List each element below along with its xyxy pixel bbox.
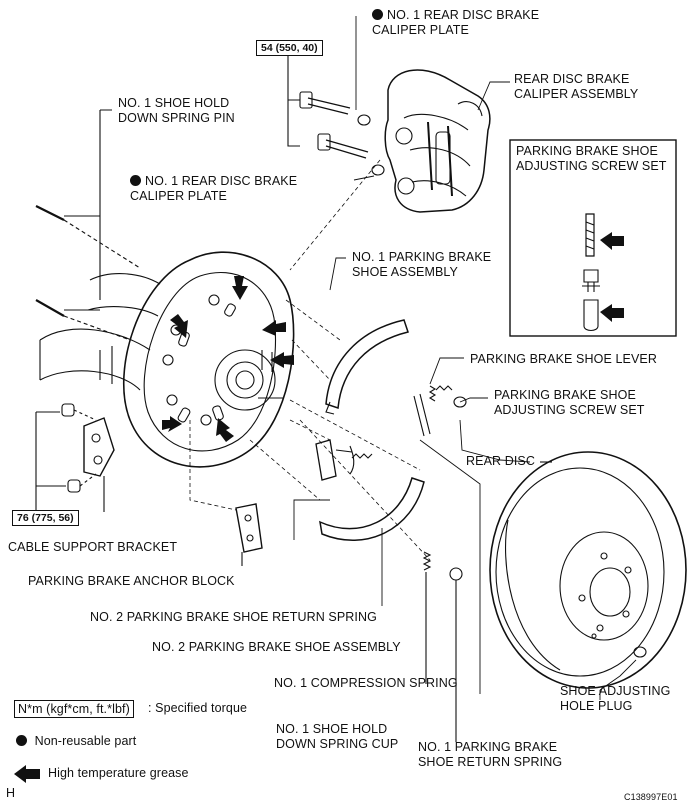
grease-arrow-icon bbox=[162, 416, 182, 432]
label-compression-spring: NO. 1 COMPRESSION SPRING bbox=[274, 676, 458, 690]
hold-down-pins bbox=[35, 205, 141, 341]
label-adjusting-hole-plug: SHOE ADJUSTING HOLE PLUG bbox=[560, 684, 671, 713]
torque-label-bottom: 76 (775, 56) bbox=[12, 510, 79, 526]
grease-arrow-icon bbox=[262, 320, 286, 336]
label-shoe-lever: PARKING BRAKE SHOE LEVER bbox=[470, 352, 657, 366]
backing-plate-drawing bbox=[39, 251, 295, 468]
label-no1-return-spring: NO. 1 PARKING BRAKE SHOE RETURN SPRING bbox=[418, 740, 563, 769]
anchor-block-drawing bbox=[235, 503, 263, 553]
no1-shoe-drawing bbox=[325, 319, 409, 415]
shoe-lever-drawing bbox=[315, 439, 373, 481]
grease-arrow-icon bbox=[270, 352, 294, 368]
figure-code: C138997E01 bbox=[624, 792, 678, 802]
label-no2-return-spring: NO. 2 PARKING BRAKE SHOE RETURN SPRING bbox=[90, 610, 377, 624]
nonreusable-dot-icon bbox=[372, 9, 383, 20]
nonreusable-dot-icon bbox=[16, 735, 27, 746]
caliper-assembly-drawing bbox=[384, 69, 491, 213]
label-anchor-block: PARKING BRAKE ANCHOR BLOCK bbox=[28, 574, 235, 588]
label-cable-support-bracket: CABLE SUPPORT BRACKET bbox=[8, 540, 178, 554]
label-adjusting-screw-set: PARKING BRAKE SHOE ADJUSTING SCREW SET bbox=[494, 388, 645, 417]
adjusting-screw-detail-box bbox=[509, 139, 677, 337]
grease-arrow-icon bbox=[232, 276, 248, 300]
label-adjusting-screw-box-title: PARKING BRAKE SHOE ADJUSTING SCREW SET bbox=[516, 144, 667, 173]
no2-shoe-drawing bbox=[319, 477, 425, 541]
legend-grease: High temperature grease bbox=[48, 766, 189, 780]
grease-arrows bbox=[14, 232, 624, 783]
nonreusable-dot-icon bbox=[130, 175, 141, 186]
label-caliper-assembly: REAR DISC BRAKE CALIPER ASSEMBLY bbox=[514, 72, 639, 101]
label-spring-cup: NO. 1 SHOE HOLD DOWN SPRING CUP bbox=[276, 722, 399, 751]
legend-torque-desc: : Specified torque bbox=[148, 701, 248, 715]
adjusting-screw-drawing bbox=[413, 385, 467, 437]
grease-arrow-icon bbox=[600, 304, 624, 322]
cable-support-bracket-drawing bbox=[61, 403, 115, 493]
label-rear-disc: REAR DISC bbox=[466, 454, 535, 468]
grease-arrow-icon bbox=[600, 232, 624, 250]
torque-label-top: 54 (550, 40) bbox=[256, 40, 323, 56]
grease-arrow-icon bbox=[170, 314, 188, 338]
adjusting-screw-detail bbox=[582, 213, 600, 332]
label-shoe-hold-down-pin: NO. 1 SHOE HOLD DOWN SPRING PIN bbox=[118, 96, 235, 125]
legend-torque-box: N*m (kgf*cm, ft.*lbf) bbox=[14, 700, 134, 718]
label-no1-shoe-assembly: NO. 1 PARKING BRAKE SHOE ASSEMBLY bbox=[352, 250, 492, 279]
label-caliper-plate-top: NO. 1 REAR DISC BRAKE CALIPER PLATE bbox=[372, 8, 540, 37]
label-no2-shoe-assembly: NO. 2 PARKING BRAKE SHOE ASSEMBLY bbox=[152, 640, 401, 654]
legend-nonreusable: Non-reusable part bbox=[16, 734, 136, 749]
label-caliper-plate-mid: NO. 1 REAR DISC BRAKE CALIPER PLATE bbox=[130, 174, 298, 203]
legend-grease-arrow-icon bbox=[14, 765, 40, 783]
caliper-bolts bbox=[299, 91, 385, 176]
rear-disc-drawing bbox=[489, 451, 687, 689]
grease-arrow-icon bbox=[216, 418, 234, 442]
corner-letter: H bbox=[6, 786, 16, 800]
